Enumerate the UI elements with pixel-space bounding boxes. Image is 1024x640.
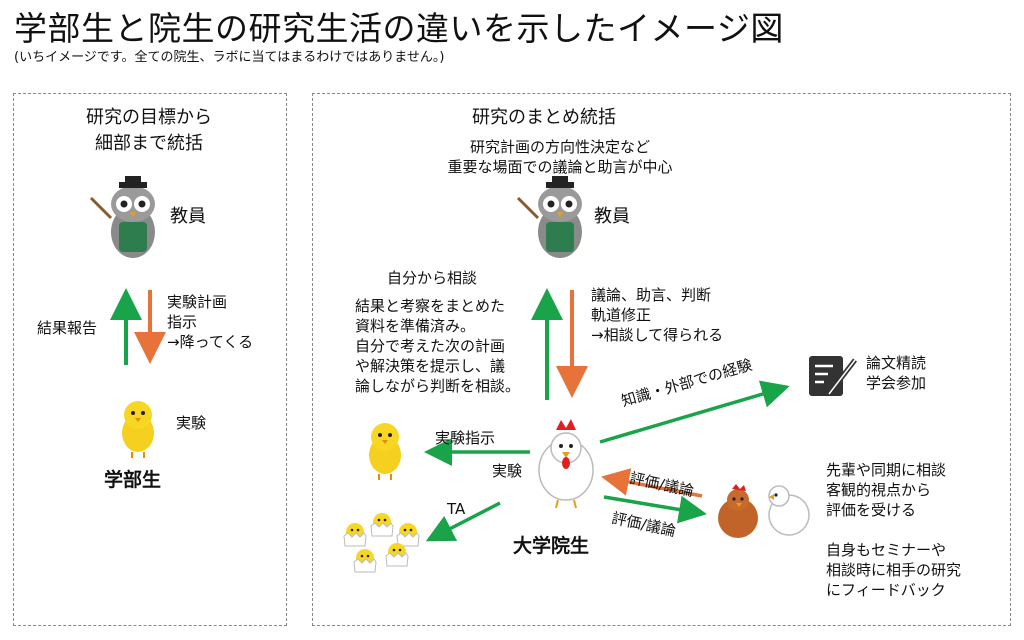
instruction-line-3: →降ってくる	[167, 333, 254, 351]
advice-line-1: 議論、助言、判断	[591, 286, 712, 304]
undergrad-label: 学部生	[104, 469, 162, 491]
right-subheading-1: 研究計画の方向性決定など	[469, 138, 650, 156]
left-heading-line1: 研究の目標から	[86, 107, 212, 128]
instruction-line-2: 指示	[167, 313, 198, 331]
consult-line-2: 資料を準備済み。	[355, 317, 476, 335]
page-subtitle: (いちイメージです。全ての院生、ラボに当てはまるわけではありません。)	[14, 50, 445, 65]
peer-line-5: 相談時に相手の研究	[826, 561, 962, 579]
left-teacher-label: 教員	[170, 206, 206, 227]
peer-line-3: 評価を受ける	[826, 501, 917, 519]
peer-line-6: にフィードバック	[826, 581, 946, 599]
instruction-label: 実験指示	[435, 429, 496, 447]
right-heading: 研究のまとめ統括	[472, 107, 616, 128]
paper-pen-icon	[809, 356, 857, 396]
consult-line-5: 論しながら判断を相談。	[355, 377, 521, 395]
consult-line-4: や解決策を提示し、議	[355, 357, 506, 375]
grad-label: 大学院生	[513, 535, 590, 557]
undergrad-panel	[13, 93, 287, 626]
grad-student-rooster	[538, 419, 594, 509]
consult-line-3: 自分で考えた次の計画	[355, 337, 506, 355]
page-title: 学部生と院生の研究生活の違いを示したイメージ図	[14, 9, 784, 48]
ta-label: TA	[447, 500, 466, 518]
grad-panel	[312, 93, 1011, 626]
advice-line-3: →相談して得られる	[591, 326, 724, 344]
reading-line-1: 論文精読	[866, 354, 927, 372]
reading-line-2: 学会参加	[866, 374, 927, 392]
peer-line-4: 自身もセミナーや	[826, 541, 947, 559]
consult-title: 自分から相談	[387, 269, 478, 287]
experiment-label: 実験	[492, 462, 523, 480]
peer-hens	[718, 484, 810, 538]
report-label: 結果報告	[37, 319, 98, 337]
consult-line-1: 結果と考察をまとめた	[355, 297, 506, 315]
peer-line-1: 先輩や同期に相談	[826, 461, 947, 479]
instruction-line-1: 実験計画	[167, 293, 228, 311]
right-subheading-2: 重要な場面での議論と助言が中心	[447, 158, 673, 176]
peer-line-2: 客観的視点から	[826, 481, 932, 499]
right-teacher-label: 教員	[594, 206, 630, 227]
undergrad-action: 実験	[176, 414, 207, 432]
advice-line-2: 軌道修正	[591, 306, 652, 324]
left-heading-line2: 細部まで統括	[95, 133, 203, 154]
